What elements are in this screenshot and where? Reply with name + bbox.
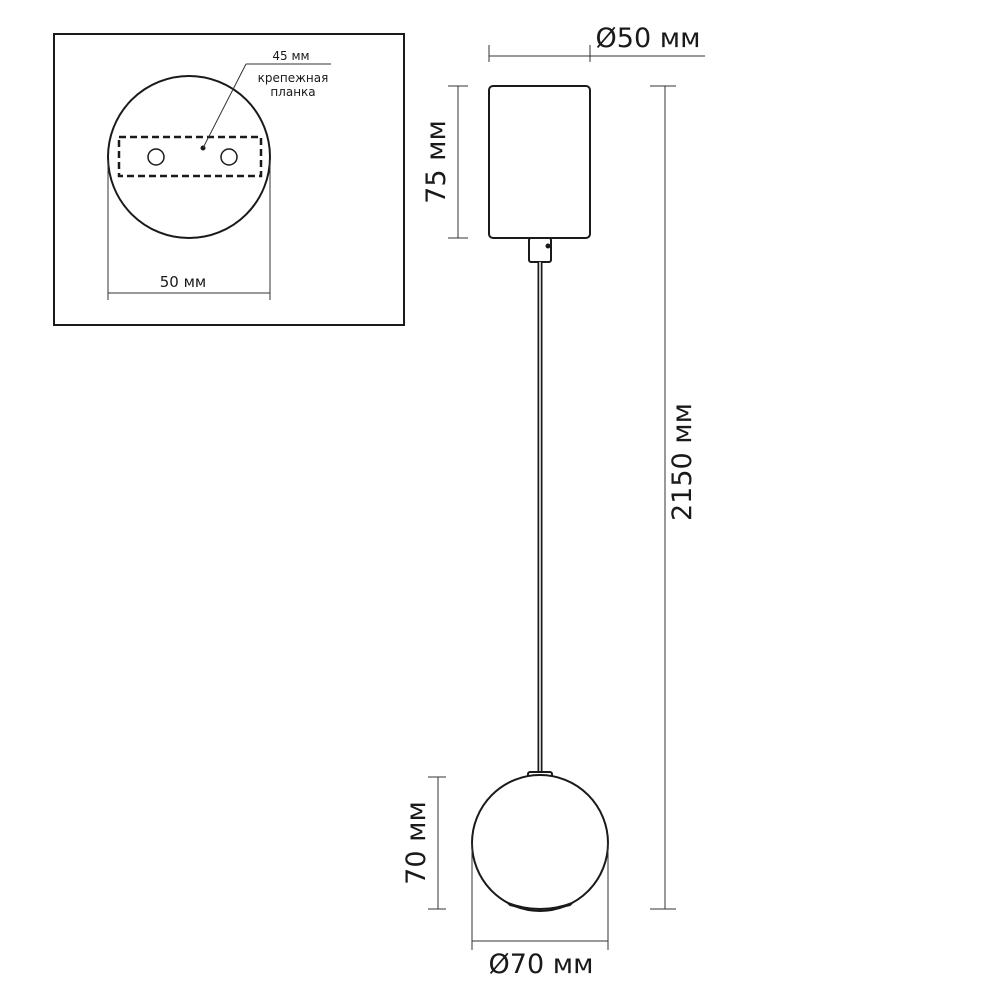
- canopy-connector: [528, 237, 552, 263]
- mounting-strip: [117, 135, 263, 178]
- canopy-height-label: 75 мм: [421, 120, 452, 204]
- inset-width-label: 50 мм: [160, 273, 207, 291]
- strip-length-label: 45 мм: [272, 49, 309, 63]
- globe-bottom-opening: [507, 902, 573, 910]
- pendant-elevation: Ø50 мм 75 мм 70 мм Ø70 мм 2150 мм: [401, 23, 705, 980]
- shade-diameter-label: Ø70 мм: [489, 949, 594, 980]
- connector-screw: [545, 243, 551, 249]
- canopy-top-circle: [107, 75, 271, 239]
- canopy-diameter-label: Ø50 мм: [596, 23, 701, 54]
- strip-label-line1: крепежная: [258, 71, 329, 85]
- mounting-hole-right: [220, 148, 238, 166]
- inset-top-view: 45 мм крепежная планка 50 мм: [53, 33, 405, 326]
- strip-label-line2: планка: [270, 85, 315, 99]
- canopy-body: [488, 85, 591, 239]
- mounting-hole-left: [147, 148, 165, 166]
- shade-height-label: 70 мм: [401, 801, 432, 885]
- overall-height-label: 2150 мм: [667, 403, 698, 521]
- globe-shade: [471, 774, 609, 912]
- strip-leader-line: [202, 63, 247, 149]
